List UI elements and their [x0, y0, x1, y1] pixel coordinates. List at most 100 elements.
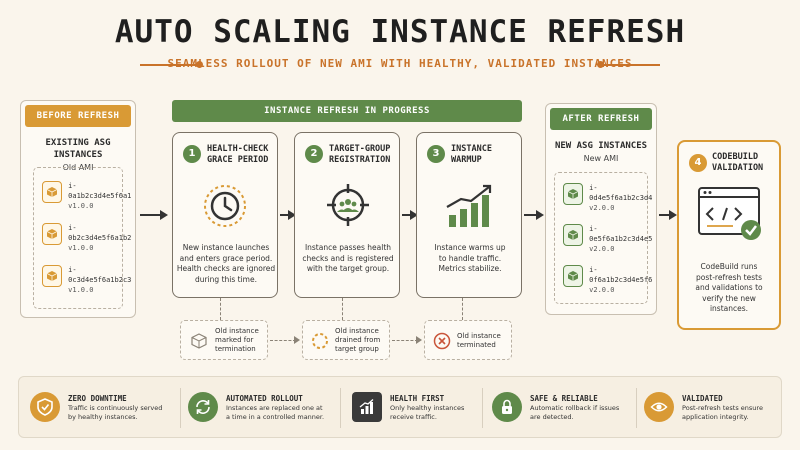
- instance-version: v2.0.0: [589, 245, 615, 253]
- instance-cube-icon: [42, 181, 63, 203]
- after-panel-title: NEW ASG INSTANCES: [554, 141, 648, 151]
- benefit-desc-line: receive traffic.: [390, 413, 437, 421]
- benefit-title: VALIDATED: [682, 394, 723, 403]
- footer-divider: [482, 388, 483, 428]
- flow-arrow-head: [416, 336, 422, 344]
- flow-arrow: [659, 214, 671, 216]
- page-title: AUTO SCALING INSTANCE REFRESH: [114, 14, 686, 50]
- step-target-group[interactable]: 2 TARGET-GROUP REGISTRATION Instance pas…: [294, 132, 400, 298]
- benefit-title: SAFE & RELIABLE: [530, 394, 598, 403]
- codebuild-desc-line: CodeBuild runs: [700, 262, 758, 271]
- benefit-desc-line: application integrity.: [682, 413, 749, 421]
- benefit-health-first: HEALTH FIRST Only healthy instances rece…: [352, 388, 482, 432]
- old-note-line: drained from: [335, 336, 381, 344]
- step-desc-line: checks and is registered: [302, 253, 394, 263]
- codebuild-desc-line: and validations to: [695, 283, 763, 292]
- benefit-desc-line: Only healthy instances: [390, 404, 465, 412]
- step-desc-line: and enters grace period.: [179, 253, 273, 263]
- step-title: INSTANCE: [451, 144, 492, 154]
- flow-arrow: [402, 214, 412, 216]
- step-title: CODEBUILD: [712, 152, 759, 162]
- codebuild-desc-line: verify the new: [702, 293, 756, 303]
- step-desc-line: New instance launches: [182, 243, 270, 252]
- bar-chart-icon: [352, 392, 382, 422]
- flow-arrow: [280, 214, 290, 216]
- old-note-line: Old instance: [215, 327, 259, 335]
- instance-version: v1.0.0: [68, 244, 94, 252]
- connector-dashed: [392, 340, 418, 341]
- step-desc-line: Metrics stabilize.: [438, 264, 502, 273]
- refresh-icon: [188, 392, 218, 422]
- instance-cube-icon: [42, 265, 63, 287]
- instance-item[interactable]: i-0e5f6a1b2c3d4e5 v2.0.0: [563, 224, 654, 254]
- before-refresh-panel: BEFORE REFRESH EXISTING ASG INSTANCES Ol…: [20, 100, 136, 318]
- step-desc-line: Instance passes health: [304, 243, 392, 252]
- footer-divider: [180, 388, 181, 428]
- refresh-progress-header: INSTANCE REFRESH IN PROGRESS: [172, 100, 522, 122]
- after-refresh-panel: AFTER REFRESH NEW ASG INSTANCES New AMI …: [545, 103, 657, 315]
- after-refresh-header: AFTER REFRESH: [550, 108, 652, 130]
- benefit-validated: VALIDATED Post-refresh tests ensure appl…: [644, 388, 778, 432]
- benefit-desc-line: Traffic is continuously served: [68, 404, 163, 412]
- codebuild-desc-line: instances.: [709, 304, 749, 313]
- instance-cube-icon: [42, 223, 63, 245]
- benefit-desc-line: a time in a controlled manner.: [226, 413, 325, 421]
- subtitle-dot-right: [597, 61, 604, 68]
- eye-icon: [644, 392, 674, 422]
- instance-version: v2.0.0: [589, 286, 615, 294]
- old-instance-marked: Old instance marked for termination: [180, 320, 268, 360]
- benefit-title: HEALTH FIRST: [390, 394, 445, 403]
- benefit-desc-line: Post-refresh tests ensure: [682, 404, 763, 412]
- old-note-line: Old instance: [457, 332, 501, 340]
- connector-dashed: [220, 298, 221, 320]
- benefit-title: AUTOMATED ROLLOUT: [226, 394, 303, 403]
- target-group-icon: [324, 181, 372, 233]
- instance-version: v1.0.0: [68, 286, 94, 294]
- benefit-zero-downtime: ZERO DOWNTIME Traffic is continuously se…: [30, 388, 170, 432]
- shield-icon: [30, 392, 60, 422]
- page-subtitle: SEAMLESS ROLLOUT OF NEW AMI WITH HEALTHY…: [167, 57, 633, 70]
- step-desc-line: with the target group.: [306, 264, 390, 273]
- step-title: TARGET-GROUP: [329, 144, 391, 154]
- flow-arrow-head: [669, 210, 677, 220]
- subtitle-line-left: [140, 64, 196, 66]
- step-number: 3: [427, 145, 445, 163]
- codebuild-validation-panel[interactable]: 4 CODEBUILD VALIDATION CodeBuild runs po…: [677, 140, 781, 330]
- step-title: VALIDATION: [712, 163, 764, 173]
- x-circle-icon: [433, 332, 451, 354]
- lock-icon: [492, 392, 522, 422]
- instance-id: i-0e5f6a1b2c3d4e5: [589, 225, 653, 243]
- flow-arrow: [140, 214, 162, 216]
- instance-version: v2.0.0: [589, 204, 615, 212]
- old-note-line: Old instance: [335, 327, 379, 335]
- old-note-line: marked for: [215, 336, 254, 344]
- footer-divider: [636, 388, 637, 428]
- old-note-line: termination: [215, 345, 256, 353]
- before-refresh-header: BEFORE REFRESH: [25, 105, 131, 127]
- footer-divider: [340, 388, 341, 428]
- instance-item[interactable]: i-0b2c3d4e5f6a1b2 v1.0.0: [42, 223, 133, 253]
- old-instance-terminated: Old instance terminated: [424, 320, 512, 360]
- codebuild-desc-line: post-refresh tests: [696, 272, 762, 282]
- instance-id: i-0b2c3d4e5f6a1b2: [68, 224, 132, 242]
- code-window-icon: [697, 186, 765, 248]
- flow-arrow: [524, 214, 538, 216]
- step-desc-line: Health checks are ignored: [176, 264, 276, 273]
- step-instance-warmup[interactable]: 3 INSTANCE WARMUP Instance warms up to h…: [416, 132, 522, 298]
- benefit-desc-line: Instances are replaced one at: [226, 404, 323, 412]
- instance-id: i-0a1b2c3d4e5f6a1: [68, 182, 132, 200]
- subtitle-dot-left: [196, 61, 203, 68]
- step-title: HEALTH-CHECK: [207, 144, 269, 154]
- after-panel-subtitle: New AMI: [583, 154, 619, 163]
- step-desc-line: during this time.: [195, 274, 257, 284]
- step-health-check[interactable]: 1 HEALTH-CHECK GRACE PERIOD New instance…: [172, 132, 278, 298]
- step-desc-line: to handle traffic.: [438, 253, 502, 263]
- benefit-desc-line: are detected.: [530, 413, 574, 421]
- instance-cube-icon: [563, 224, 584, 246]
